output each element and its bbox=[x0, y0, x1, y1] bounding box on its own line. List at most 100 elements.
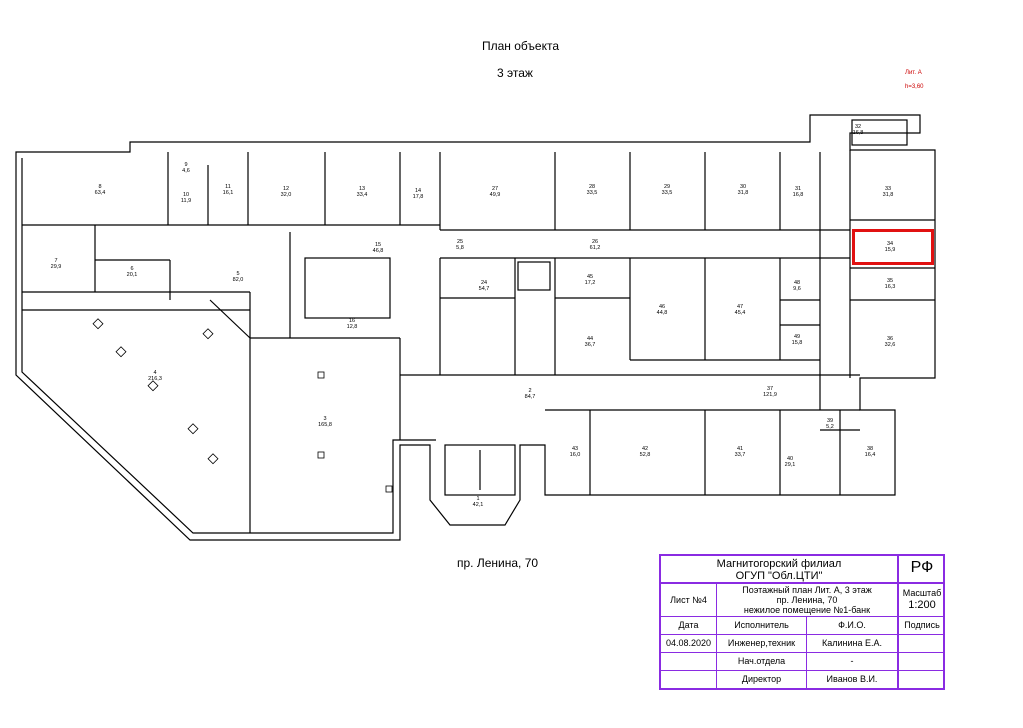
room-number-30: 30 bbox=[740, 184, 746, 190]
date-value: 04.08.2020 bbox=[665, 638, 712, 648]
room-area-31: 16,8 bbox=[793, 192, 804, 198]
room-area-36: 32,6 bbox=[885, 342, 896, 348]
room-number-48: 48 bbox=[794, 280, 800, 286]
room-area-14: 17,8 bbox=[413, 194, 424, 200]
room-number-14: 14 bbox=[415, 188, 421, 194]
room-area-40: 29,1 bbox=[785, 462, 796, 468]
room-area-15: 46,8 bbox=[373, 248, 384, 254]
floor-label: 3 этаж bbox=[497, 66, 533, 80]
org-name-line2: ОГУП "Обл.ЦТИ" bbox=[735, 570, 823, 582]
walls bbox=[15, 114, 936, 541]
room-area-41: 33,7 bbox=[735, 452, 746, 458]
room-area-47: 45,4 bbox=[735, 310, 746, 316]
room-area-35: 16,3 bbox=[885, 284, 896, 290]
room-area-8: 63,4 bbox=[95, 190, 106, 196]
col-fio: Ф.И.О. bbox=[838, 620, 866, 630]
room-area-12: 32,0 bbox=[281, 192, 292, 198]
room-area-4: 216,3 bbox=[148, 376, 162, 382]
room-area-2: 84,7 bbox=[525, 394, 536, 400]
rf-mark: РФ bbox=[910, 559, 934, 576]
role-engineer: Инженер,техник bbox=[727, 638, 796, 648]
room-area-7: 29,9 bbox=[51, 264, 62, 270]
room-number-3: 3 bbox=[323, 416, 326, 422]
room-number-32: 32 bbox=[855, 124, 861, 130]
scale-label: Масштаб bbox=[902, 588, 942, 598]
role-head: Нач.отдела bbox=[737, 656, 786, 666]
room-number-42: 42 bbox=[642, 446, 648, 452]
room-area-42: 52,8 bbox=[640, 452, 651, 458]
room-number-31: 31 bbox=[795, 186, 801, 192]
room-number-2: 2 bbox=[528, 388, 531, 394]
room-number-5: 5 bbox=[236, 271, 239, 277]
room-number-6: 6 bbox=[130, 266, 133, 272]
room-area-26: 61,2 bbox=[590, 245, 601, 251]
room-number-34: 34 bbox=[887, 241, 893, 247]
room-area-27: 49,9 bbox=[490, 192, 501, 198]
room-area-45: 17,2 bbox=[585, 280, 596, 286]
room-area-34: 15,9 bbox=[885, 247, 896, 253]
room-number-10: 10 bbox=[183, 192, 189, 198]
name-director: Иванов В.И. bbox=[826, 674, 878, 684]
room-number-12: 12 bbox=[283, 186, 289, 192]
room-area-25: 5,8 bbox=[456, 245, 464, 251]
column-marks bbox=[92, 318, 393, 493]
room-area-10: 11,9 bbox=[181, 198, 191, 204]
room-area-13: 33,4 bbox=[357, 192, 368, 198]
room-number-36: 36 bbox=[887, 336, 893, 342]
corner-height-label: h=3,60 bbox=[905, 84, 924, 90]
room-number-33: 33 bbox=[885, 186, 891, 192]
room-number-41: 41 bbox=[737, 446, 743, 452]
room-number-9: 9 bbox=[184, 162, 187, 168]
room-number-40: 40 bbox=[787, 456, 793, 462]
col-signature: Подпись bbox=[904, 620, 940, 630]
room-number-16: 16 bbox=[349, 318, 355, 324]
name-head: - bbox=[850, 656, 854, 666]
room-number-43: 43 bbox=[572, 446, 578, 452]
page-title: План объекта bbox=[482, 39, 560, 53]
room-number-28: 28 bbox=[589, 184, 595, 190]
room-number-46: 46 bbox=[659, 304, 665, 310]
room-number-37: 37 bbox=[767, 386, 773, 392]
room-area-24: 54,7 bbox=[479, 286, 490, 292]
org-name-line1: Магнитогорский филиал bbox=[716, 558, 842, 570]
room-area-11: 16,1 bbox=[223, 190, 234, 196]
plan-description-1: Поэтажный план Лит. А, 3 этаж bbox=[742, 585, 872, 595]
room-number-1: 1 bbox=[476, 496, 479, 502]
scale-value: 1:200 bbox=[908, 599, 936, 611]
room-area-38: 16,4 bbox=[865, 452, 876, 458]
col-executor: Исполнитель bbox=[734, 620, 789, 630]
room-area-44: 36,7 bbox=[585, 342, 596, 348]
room-area-1: 42,1 bbox=[473, 502, 484, 508]
room-area-9: 4,6 bbox=[182, 168, 190, 174]
room-number-8: 8 bbox=[98, 184, 101, 190]
room-area-33: 31,8 bbox=[883, 192, 894, 198]
room-number-47: 47 bbox=[737, 304, 743, 310]
room-number-44: 44 bbox=[587, 336, 593, 342]
room-area-49: 15,8 bbox=[792, 340, 803, 346]
room-number-25: 25 bbox=[457, 239, 463, 245]
address-caption: пр. Ленина, 70 bbox=[457, 556, 539, 570]
sheet-number: Лист №4 bbox=[670, 595, 707, 605]
room-area-28: 33,5 bbox=[587, 190, 598, 196]
highlighted-room-34 bbox=[852, 229, 934, 265]
room-number-49: 49 bbox=[794, 334, 800, 340]
room-area-29: 33,5 bbox=[662, 190, 673, 196]
room-number-26: 26 bbox=[592, 239, 598, 245]
plan-description-3: нежилое помещение №1-банк bbox=[743, 605, 871, 615]
room-number-38: 38 bbox=[867, 446, 873, 452]
room-labels: 863,494,61011,91116,11232,01333,41417,82… bbox=[51, 124, 896, 508]
room-number-29: 29 bbox=[664, 184, 670, 190]
room-area-39: 5,2 bbox=[826, 424, 834, 430]
room-area-46: 44,8 bbox=[657, 310, 668, 316]
room-number-39: 39 bbox=[827, 418, 833, 424]
room-area-3: 165,8 bbox=[318, 422, 332, 428]
room-number-27: 27 bbox=[492, 186, 498, 192]
title-block: Магнитогорский филиал ОГУП "Обл.ЦТИ" РФ … bbox=[659, 554, 945, 690]
room-area-43: 16,0 bbox=[570, 452, 581, 458]
room-number-45: 45 bbox=[587, 274, 593, 280]
room-area-32: 16,8 bbox=[853, 130, 864, 136]
room-area-30: 31,8 bbox=[738, 190, 749, 196]
room-number-24: 24 bbox=[481, 280, 487, 286]
room-number-4: 4 bbox=[153, 370, 156, 376]
